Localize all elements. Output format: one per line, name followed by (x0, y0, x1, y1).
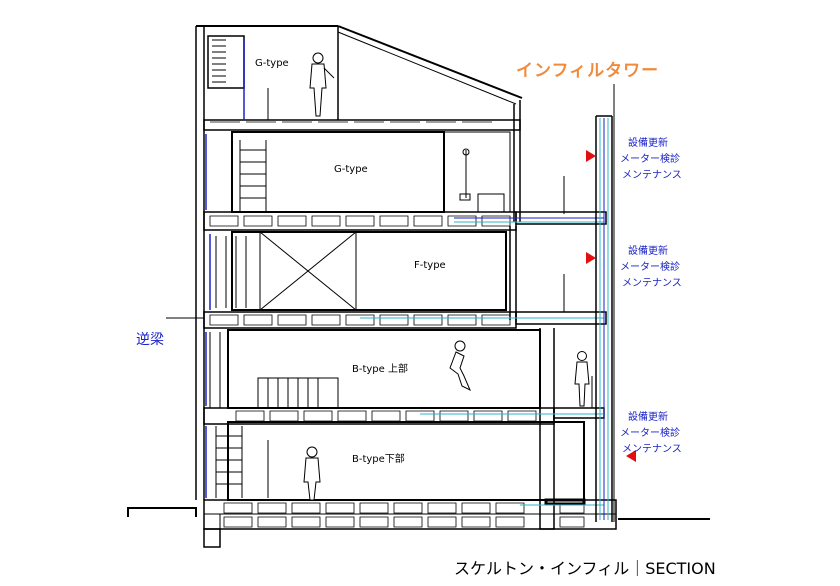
label-b-type-upper: B-type 上部 (352, 362, 408, 375)
skeleton-frame (195, 25, 555, 500)
svg-text:メーター検診: メーター検診 (620, 426, 680, 439)
void-cross (259, 231, 357, 311)
svg-text:メーター検診: メーター検診 (620, 152, 680, 165)
svg-text:メンテナンス: メンテナンス (622, 169, 682, 181)
slab-hatching (209, 121, 585, 528)
svg-text:設備更新: 設備更新 (628, 244, 668, 257)
red-arrow-icon (626, 450, 636, 462)
red-arrow-icon (586, 150, 596, 162)
svg-text:メンテナンス: メンテナンス (622, 277, 682, 289)
service-note: 設備更新 メーター検診 メンテナンス (620, 244, 682, 289)
blue-details (205, 40, 245, 498)
label-f-type: F-type (414, 260, 446, 271)
human-figure-icon (303, 446, 321, 501)
infill-tower-shaft (563, 84, 615, 522)
svg-text:設備更新: 設備更新 (628, 410, 668, 423)
service-note: 設備更新 メーター検診 メンテナンス (620, 136, 682, 181)
label-infill-tower: インフィルタワー (516, 61, 659, 81)
floor-slabs (203, 119, 607, 425)
kitchen-fixtures (443, 131, 511, 213)
red-arrow-icon (586, 252, 596, 264)
label-g-type: G-type (334, 164, 368, 175)
service-note: 設備更新 メーター検診 メンテナンス (620, 410, 682, 455)
label-b-type-lower: B-type下部 (352, 452, 405, 465)
stairs (207, 35, 339, 498)
ground-line (127, 507, 710, 520)
svg-text:メンテナンス: メンテナンス (622, 443, 682, 455)
human-figure-icon (574, 351, 590, 407)
unit-boxes (227, 131, 586, 506)
label-g-type-roof: G-type (255, 58, 289, 69)
svg-text:設備更新: 設備更新 (628, 136, 668, 149)
svg-text:メーター検診: メーター検診 (620, 260, 680, 273)
foundation (203, 499, 617, 548)
human-figure-icon (309, 52, 335, 117)
human-figure-icon (449, 340, 471, 392)
drawing-caption: スケルトン・インフィル｜SECTION (454, 559, 716, 578)
label-reverse-beam: 逆梁 (136, 332, 164, 348)
service-pipes (360, 118, 609, 520)
